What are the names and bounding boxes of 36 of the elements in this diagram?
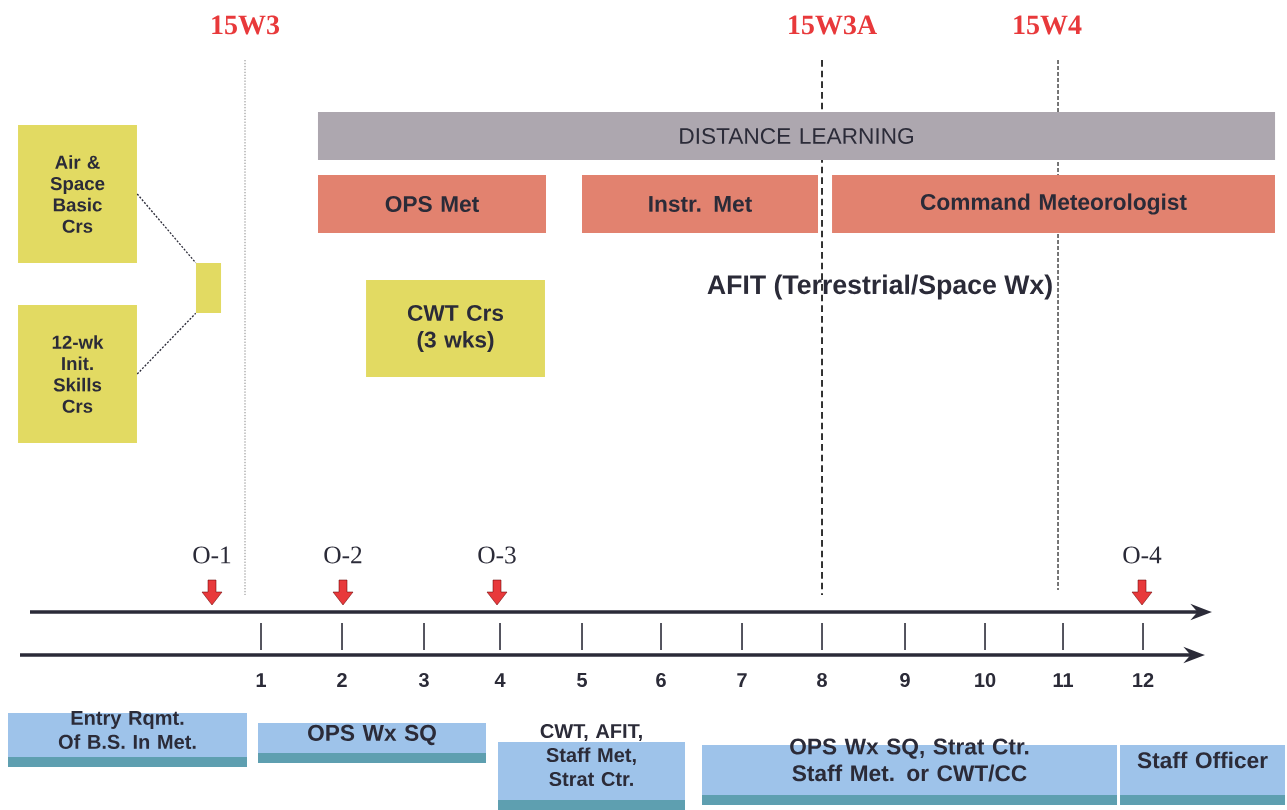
tick-label: 4 <box>494 673 506 687</box>
course-box: CWT Crs (3 wks) <box>366 279 545 378</box>
tick-label: 2 <box>337 673 347 687</box>
milestone-label: 15W3A <box>789 15 877 35</box>
tick-label: 9 <box>900 672 910 688</box>
tick-label: 11 <box>1053 673 1074 687</box>
tick-label: 1 <box>256 673 266 687</box>
assignment-band: Staff Officer <box>1120 745 1285 805</box>
grade-label: O-2 <box>324 546 362 564</box>
assignment-band: CWT, AFIT, Staff Met, Strat Ctr. <box>498 723 685 810</box>
tick-label: 6 <box>656 672 666 688</box>
tick-label: 3 <box>418 672 429 688</box>
grade-label: O-3 <box>478 546 516 564</box>
course-box <box>195 263 222 313</box>
assignment-band: Entry Rqmt. Of B.S. In Met. <box>8 711 247 767</box>
program-bar: DISTANCE LEARNING <box>317 112 1276 160</box>
course-bar: Command Meteorologist <box>832 175 1275 233</box>
milestone-label: 15W4 <box>1014 15 1082 35</box>
tick-label: 7 <box>737 673 747 687</box>
node-label: CWT, AFIT, <box>540 723 642 741</box>
tick-label: 8 <box>817 672 827 688</box>
assignment-band: OPS Wx SQ <box>258 723 486 763</box>
program-label: AFIT (Terrestrial/Space Wx) <box>707 274 1052 300</box>
milestone-label: 15W3 <box>212 15 280 35</box>
course-bar: OPS Met <box>318 175 546 233</box>
assignment-band: OPS Wx SQ, Strat Ctr. Staff Met. or CWT/CC <box>702 738 1117 805</box>
course-bar: Instr. Met <box>582 175 818 233</box>
grade-label: O-1 <box>193 546 231 564</box>
course-box: Air & Space Basic Crs <box>18 125 137 263</box>
grade-label: O-4 <box>1123 546 1162 564</box>
connector-line <box>136 312 197 375</box>
tick-label: 10 <box>975 672 996 688</box>
tick-label: 5 <box>577 673 587 687</box>
connector-line <box>136 193 197 264</box>
course-box: 12-wk Init. Skills Crs <box>18 305 137 443</box>
tick-label: 12 <box>1133 673 1154 687</box>
